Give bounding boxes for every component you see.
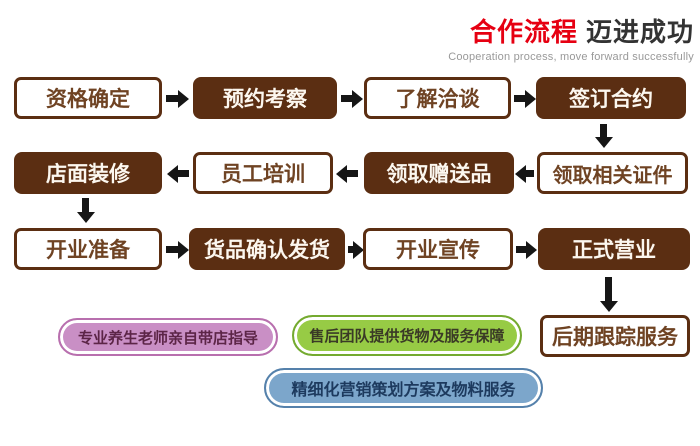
arrow-left-icon	[526, 170, 534, 177]
step-opening-promotion-box: 开业宣传	[363, 228, 513, 270]
step-store-decoration-box: 店面装修	[14, 152, 162, 194]
arrow-right-icon	[166, 246, 178, 253]
title-red-text: 合作流程	[469, 17, 578, 47]
step-visit-appointment-box: 预约考察	[193, 77, 337, 119]
arrow-down-icon	[600, 124, 607, 137]
page-subtitle: Cooperation process, move forward succes…	[448, 51, 694, 63]
arrow-right-icon	[514, 95, 525, 102]
step-follow-up-service-box: 后期跟踪服务	[540, 315, 690, 357]
pill-tutor-guidance: 专业养生老师亲自带店指导	[58, 318, 278, 356]
step-receive-certificates-box: 领取相关证件	[537, 152, 688, 194]
arrow-down-icon	[605, 277, 612, 301]
header: 合作流程迈进成功 Cooperation process, move forwa…	[448, 12, 694, 63]
step-official-opening-box: 正式营业	[538, 228, 690, 270]
page-title: 合作流程迈进成功	[448, 12, 694, 49]
pill-aftersales-support: 售后团队提供货物及服务保障	[292, 315, 522, 356]
step-opening-preparation-box: 开业准备	[14, 228, 162, 270]
arrow-right-icon	[166, 95, 178, 102]
arrow-left-icon	[178, 170, 189, 177]
arrow-down-icon	[82, 198, 89, 212]
title-black-text: 迈进成功	[585, 17, 694, 47]
step-goods-shipment-box: 货品确认发货	[189, 228, 345, 270]
step-sign-contract-box: 签订合约	[536, 77, 686, 119]
arrow-right-icon	[516, 246, 526, 253]
step-receive-gifts-box: 领取赠送品	[364, 152, 514, 194]
step-staff-training-box: 员工培训	[193, 152, 333, 194]
arrow-right-icon	[341, 95, 352, 102]
step-qualification-confirmation-box: 资格确定	[14, 77, 162, 119]
pill-marketing-service: 精细化营销策划方案及物料服务	[264, 368, 543, 408]
arrow-left-icon	[347, 170, 358, 177]
arrow-right-icon	[348, 246, 353, 253]
step-negotiation-box: 了解洽谈	[364, 77, 511, 119]
